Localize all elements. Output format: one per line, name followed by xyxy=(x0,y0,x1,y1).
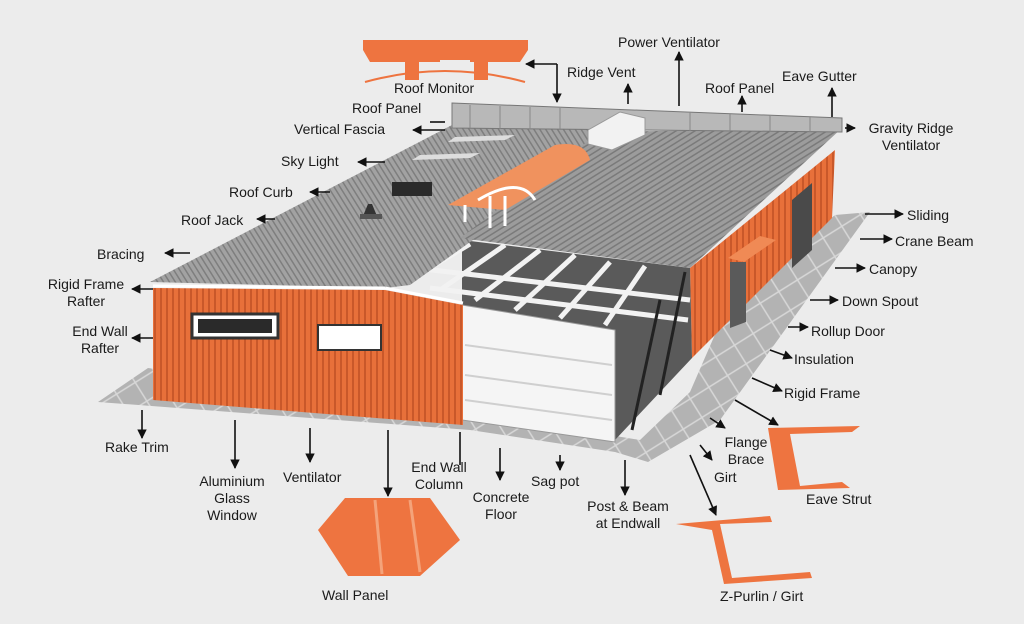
roof-curb-box xyxy=(392,182,432,196)
label-bracing: Bracing xyxy=(97,246,145,262)
wall-panel-part xyxy=(318,498,460,576)
label-aluminium-glass-window: Aluminium Glass Window xyxy=(199,473,265,523)
label-wall-panel: Wall Panel xyxy=(322,587,389,603)
label-rake-trim: Rake Trim xyxy=(105,439,169,455)
label-crane-beam: Crane Beam xyxy=(895,233,974,249)
label-z-purlin-girt: Z-Purlin / Girt xyxy=(720,588,804,604)
label-rigid-frame: Rigid Frame xyxy=(784,385,861,401)
label-canopy: Canopy xyxy=(869,261,918,277)
label-ventilator: Ventilator xyxy=(283,469,342,485)
label-roof-panel-right: Roof Panel xyxy=(705,80,775,96)
label-end-wall-rafter: End Wall Rafter xyxy=(72,323,128,356)
label-girt: Girt xyxy=(714,469,737,485)
canopy-box xyxy=(728,236,776,262)
roof-right-slope xyxy=(460,128,842,268)
label-flange-brace: Flange Brace xyxy=(724,434,768,467)
label-roof-jack: Roof Jack xyxy=(181,212,244,228)
z-purlin-part xyxy=(676,516,812,584)
end-wall-ventilator xyxy=(317,324,382,351)
label-gravity-ridge-ventilator: Gravity Ridge Ventilator xyxy=(868,120,954,153)
label-sky-light: Sky Light xyxy=(281,153,339,169)
label-concrete-floor: Concrete Floor xyxy=(472,489,530,522)
label-eave-strut: Eave Strut xyxy=(806,491,872,507)
label-post-beam-endwall: Post & Beam at Endwall xyxy=(587,498,669,531)
skylight-1 xyxy=(448,135,515,142)
label-eave-gutter: Eave Gutter xyxy=(782,68,857,84)
interior-purlins xyxy=(408,241,691,327)
label-insulation: Insulation xyxy=(794,351,854,367)
eave-strut-part xyxy=(768,426,860,490)
label-ridge-vent: Ridge Vent xyxy=(567,64,636,80)
label-sag-pot: Sag pot xyxy=(531,473,580,489)
roof-jack-part xyxy=(363,204,377,216)
power-ventilator-box xyxy=(587,111,646,151)
label-vertical-fascia: Vertical Fascia xyxy=(294,121,386,137)
roof-monitor-curve xyxy=(448,144,590,210)
label-sliding: Sliding xyxy=(907,207,950,223)
label-roof-panel-left: Roof Panel xyxy=(352,100,422,116)
label-roof-monitor: Roof Monitor xyxy=(394,80,475,96)
label-rigid-frame-rafter: Rigid Frame Rafter xyxy=(47,276,125,309)
vertical-fascia xyxy=(451,102,843,133)
side-window xyxy=(730,262,746,328)
label-rollup-door: Rollup Door xyxy=(811,323,885,339)
side-door xyxy=(792,183,812,268)
roof-monitor-icon xyxy=(363,40,528,83)
skylight-2 xyxy=(412,153,480,160)
label-power-ventilator: Power Ventilator xyxy=(618,34,720,50)
frame-columns xyxy=(630,271,687,431)
roof-left-slope xyxy=(150,125,605,288)
leader-lines xyxy=(131,51,904,516)
label-end-wall-column: End Wall Column xyxy=(411,459,467,492)
label-roof-curb: Roof Curb xyxy=(229,184,293,200)
label-down-spout: Down Spout xyxy=(842,293,919,309)
